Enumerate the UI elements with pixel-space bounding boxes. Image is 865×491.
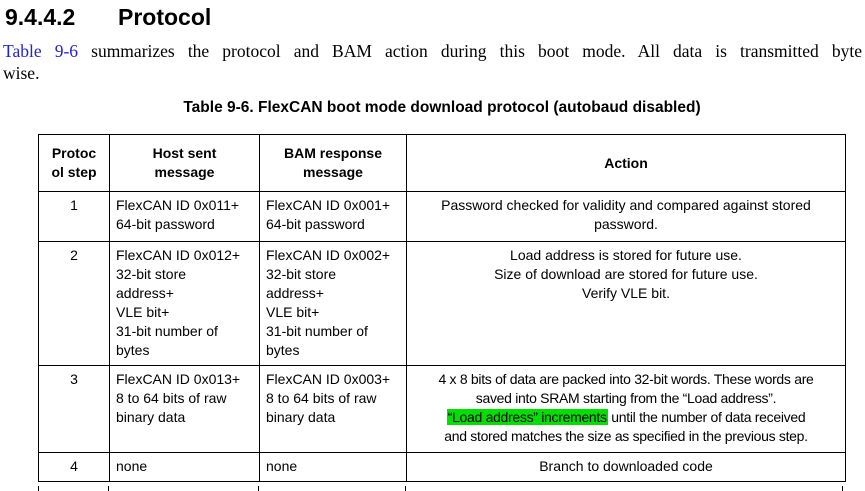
table-row: 4 none none Branch to downloaded code [38, 452, 846, 482]
stub-col-divider [259, 486, 406, 491]
step-cell: 4 [38, 452, 110, 482]
intro-line-1: Table 9-6 summarizes the protocol and BA… [3, 40, 862, 62]
stub-col-divider [406, 486, 843, 491]
action-text: until the number of data received and st… [444, 409, 808, 444]
intro-paragraph: Table 9-6 summarizes the protocol and BA… [3, 40, 862, 84]
step-cell: 3 [38, 365, 110, 453]
section-number: 9.4.4.2 [5, 4, 76, 30]
table-row: 2 FlexCAN ID 0x012+ 32-bit store address… [38, 241, 846, 366]
host-message-cell: FlexCAN ID 0x012+ 32-bit store address+ … [109, 241, 260, 366]
col-header-protocol-step: Protoc ol step [38, 134, 110, 192]
bam-response-cell: FlexCAN ID 0x003+ 8 to 64 bits of raw bi… [259, 365, 407, 453]
bam-response-cell: none [259, 452, 407, 482]
action-cell: Branch to downloaded code [406, 452, 846, 482]
table-9-6-link[interactable]: Table 9-6 [3, 41, 79, 61]
action-cell: Load address is stored for future use. S… [406, 241, 846, 366]
action-cell: Password checked for validity and compar… [406, 191, 846, 242]
table-next-row-stub [38, 486, 845, 491]
step-cell: 1 [38, 191, 110, 242]
highlighted-text: “Load address” increments [446, 409, 608, 425]
col-header-host-sent-message: Host sent message [109, 134, 260, 192]
intro-line-2: wise. [3, 63, 40, 83]
intro-text: summarizes the protocol and BAM action d… [78, 41, 862, 61]
host-message-cell: none [109, 452, 260, 482]
host-message-cell: FlexCAN ID 0x013+ 8 to 64 bits of raw bi… [109, 365, 260, 453]
protocol-table: Protoc ol step Host sent message BAM res… [38, 134, 846, 482]
stub-col-divider [39, 486, 109, 491]
col-header-bam-response-message: BAM response message [259, 134, 407, 192]
section-title: Protocol [118, 4, 212, 30]
action-text: 4 x 8 bits of data are packed into 32-bi… [438, 371, 814, 406]
col-header-action: Action [406, 134, 846, 192]
action-cell: 4 x 8 bits of data are packed into 32-bi… [406, 365, 846, 453]
table-caption: Table 9-6. FlexCAN boot mode download pr… [183, 99, 701, 116]
stub-col-divider [109, 486, 259, 491]
table-row: 3 FlexCAN ID 0x013+ 8 to 64 bits of raw … [38, 365, 846, 453]
bam-response-cell: FlexCAN ID 0x002+ 32-bit store address+ … [259, 241, 407, 366]
table-row: 1 FlexCAN ID 0x011+ 64-bit password Flex… [38, 191, 846, 242]
bam-response-cell: FlexCAN ID 0x001+ 64-bit password [259, 191, 407, 242]
table-header-row: Protoc ol step Host sent message BAM res… [38, 134, 846, 192]
host-message-cell: FlexCAN ID 0x011+ 64-bit password [109, 191, 260, 242]
step-cell: 2 [38, 241, 110, 366]
page-title: 9.4.4.2 Protocol [5, 4, 211, 31]
